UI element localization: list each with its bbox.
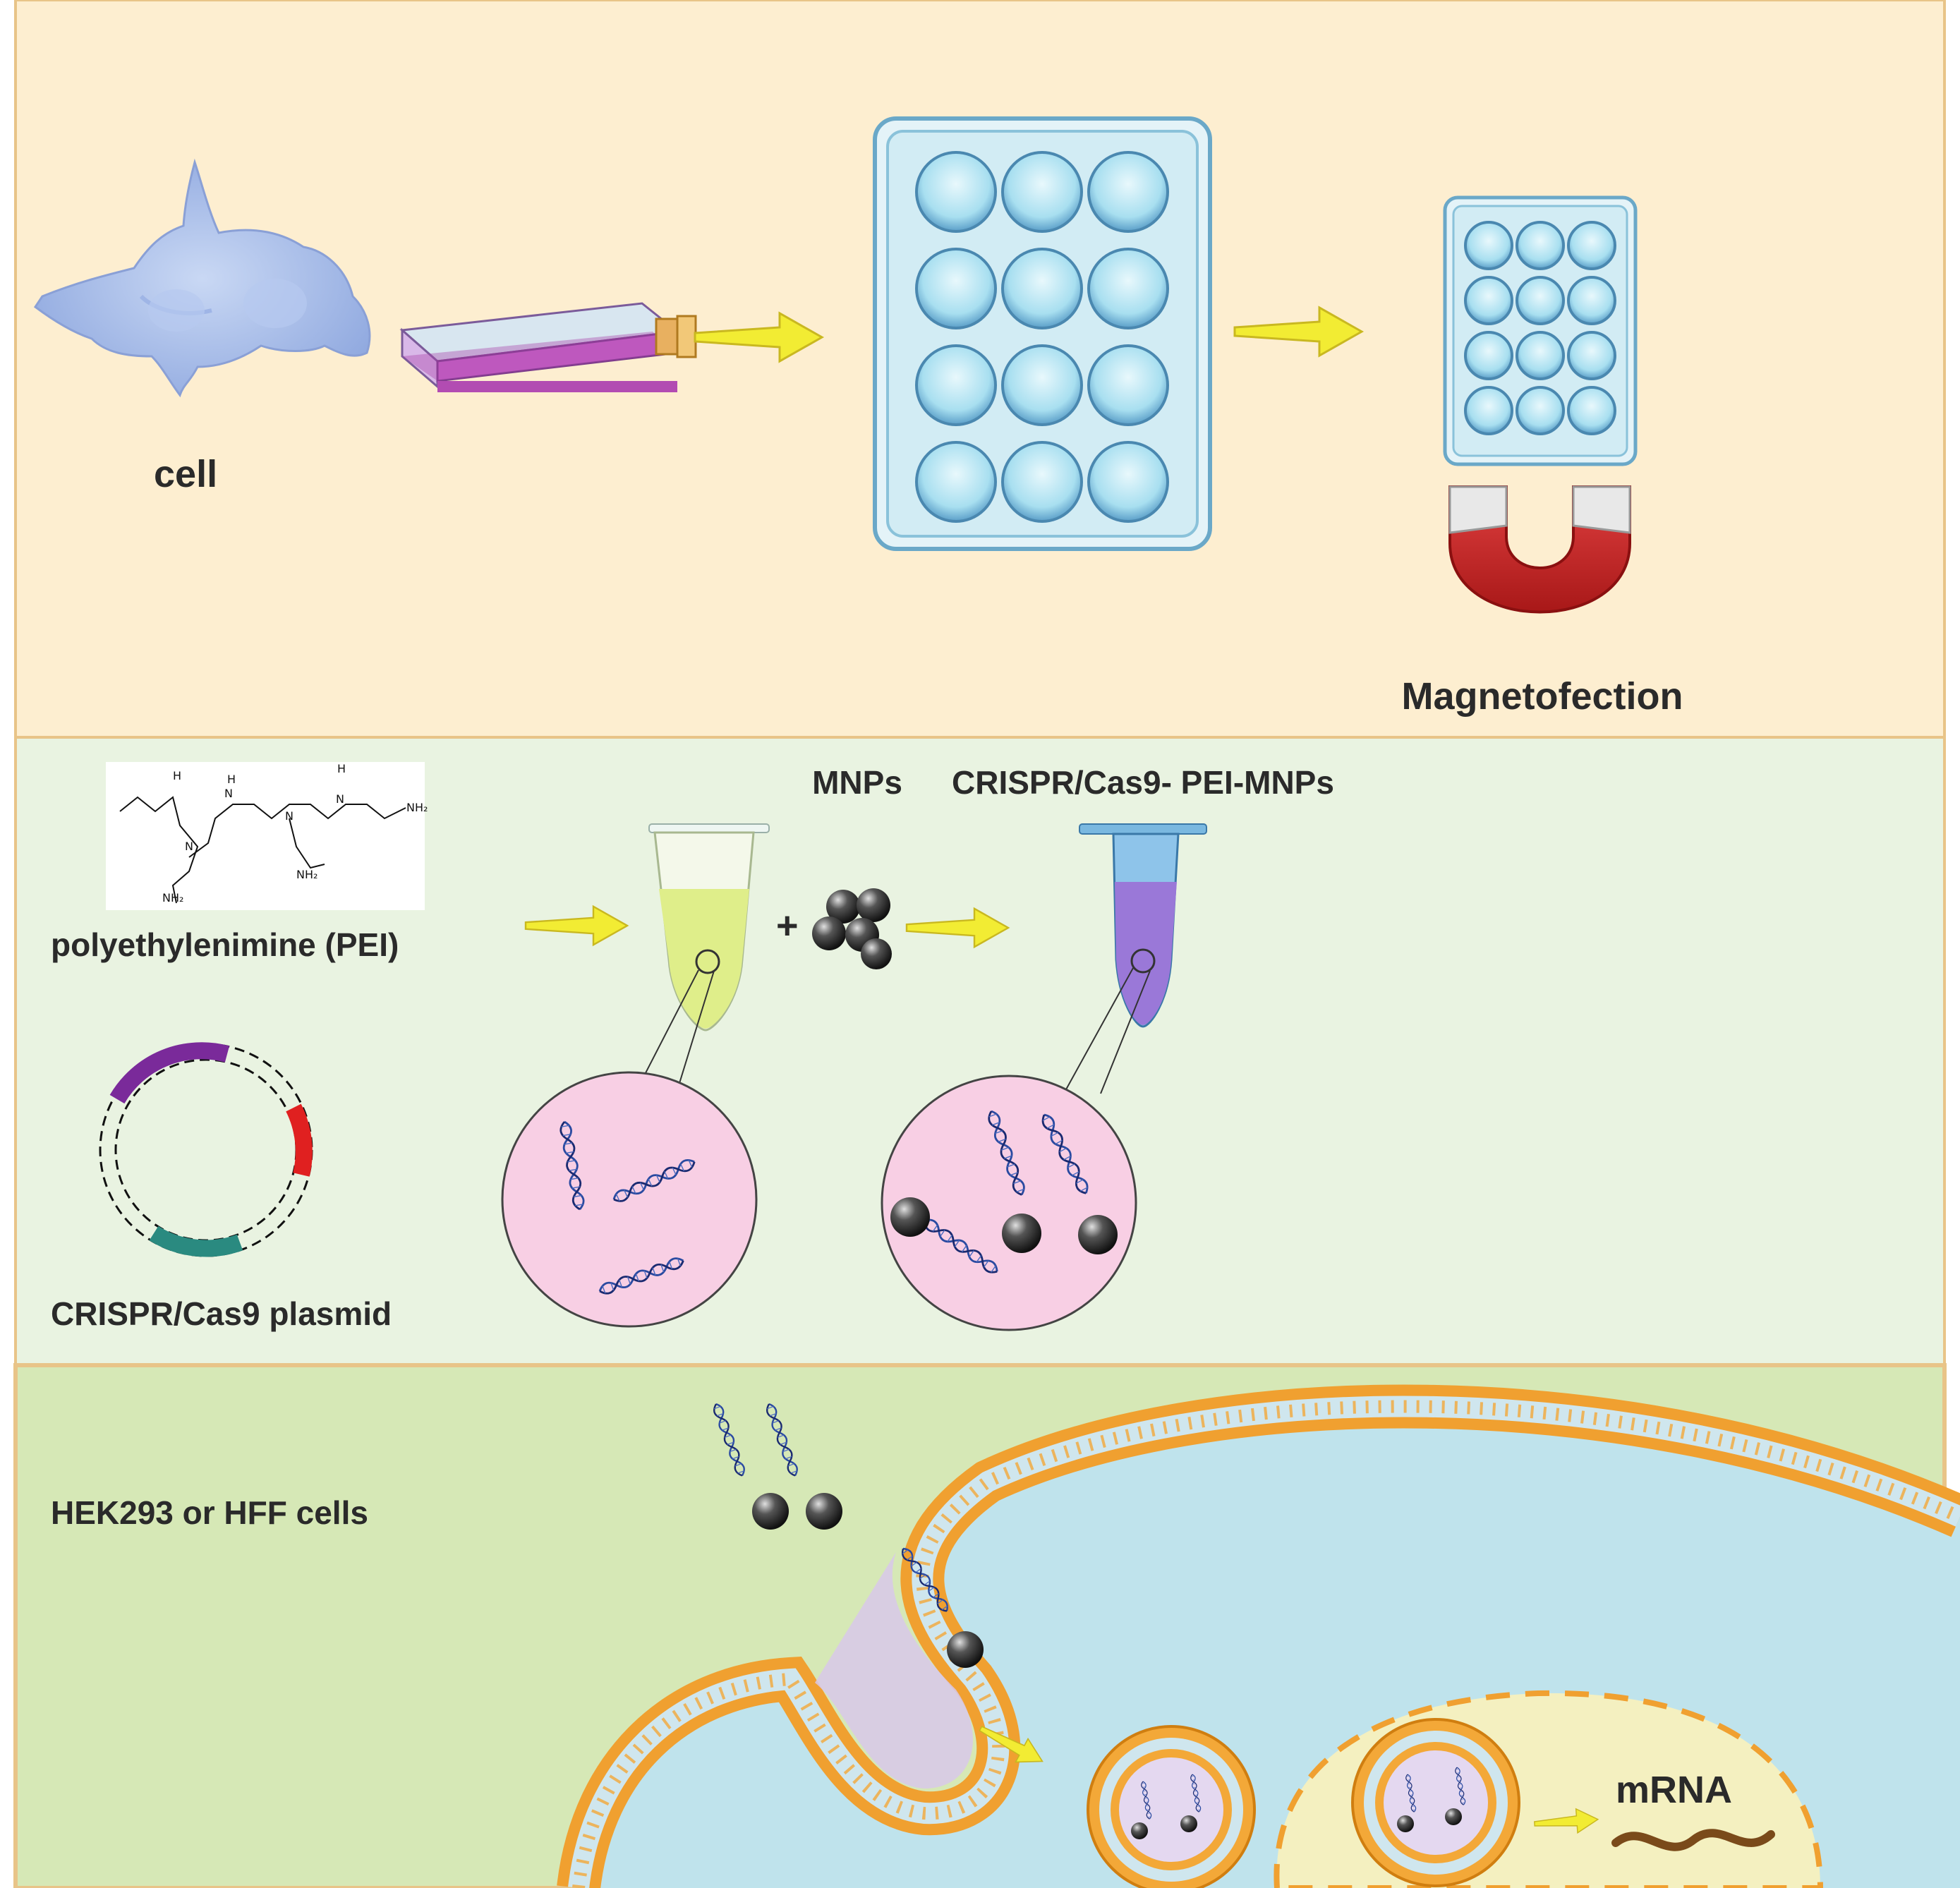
label-mnps: MNPs [812, 764, 902, 801]
plate-well-10 [915, 441, 997, 523]
small-plate-well-6 [1567, 276, 1616, 325]
plate-well-6 [1087, 248, 1169, 329]
plate-well-7 [915, 344, 997, 426]
plate-well-8 [1001, 344, 1083, 426]
small-plate-well-3 [1567, 221, 1616, 270]
plate-well-11 [1001, 441, 1083, 523]
pei-atom-h3: H [173, 769, 181, 782]
small-plate-well-12 [1567, 386, 1616, 435]
plate-well-5 [1001, 248, 1083, 329]
pei-chemical-structure: H H H N N N N NH₂ NH₂ NH₂ [106, 762, 428, 910]
small-plate-well-1 [1464, 221, 1513, 270]
label-pei: polyethylenimine (PEI) [51, 926, 399, 963]
plate-well-1 [915, 151, 997, 233]
label-plus: + [776, 904, 799, 947]
small-plate-well-10 [1464, 386, 1513, 435]
pei-atom-nh2-2: NH₂ [296, 868, 317, 881]
pei-atom-n2: N [336, 792, 344, 806]
small-plate-well-9 [1567, 331, 1616, 380]
cell-illustration [33, 158, 371, 398]
pei-atom-nh2-3: NH₂ [162, 891, 183, 904]
small-plate-well-8 [1516, 331, 1565, 380]
nucleus [1274, 1690, 1824, 1888]
label-cell: cell [154, 453, 217, 495]
plate-well-3 [1087, 151, 1169, 233]
small-plate-well-4 [1464, 276, 1513, 325]
tube-crispr-pei-mnps [1061, 823, 1207, 1098]
label-complex: CRISPR/Cas9- PEI-MNPs [952, 764, 1334, 801]
pei-atom-nh2-1: NH₂ [406, 801, 428, 814]
zoom-crispr-pei-mnps [881, 1075, 1137, 1331]
pei-atom-n3: N [185, 840, 193, 853]
plate-well-9 [1087, 344, 1169, 426]
mnp-nanoparticles-icon [812, 888, 892, 969]
mrna-strand [1611, 1829, 1775, 1851]
magnet-icon [1448, 485, 1631, 614]
small-plate-well-5 [1516, 276, 1565, 325]
small-plate-well-11 [1516, 386, 1565, 435]
plate-well-4 [915, 248, 997, 329]
pei-atom-h1: H [227, 773, 236, 786]
pei-atom-h2: H [337, 762, 346, 775]
label-cells: HEK293 or HFF cells [51, 1494, 368, 1531]
small-plate-well-7 [1464, 331, 1513, 380]
pei-atom-n4: N [285, 809, 294, 823]
label-mrna: mRNA [1616, 1769, 1732, 1811]
zoom-pei-plasmid [501, 1071, 758, 1328]
small-plate-wells [1464, 221, 1616, 435]
tube-pei-plasmid [634, 823, 770, 1094]
entering-complexes [710, 1401, 984, 1668]
crispr-plasmid-icon [99, 1042, 313, 1257]
small-plate-well-2 [1516, 221, 1565, 270]
culture-flask-icon [399, 302, 697, 392]
plate-wells [915, 151, 1169, 523]
plate-well-12 [1087, 441, 1169, 523]
label-magnetofection: Magnetofection [1402, 675, 1683, 718]
label-plasmid: CRISPR/Cas9 plasmid [51, 1295, 392, 1332]
pei-atom-n1: N [224, 787, 233, 800]
endosome-vesicle [1087, 1725, 1256, 1888]
plate-well-2 [1001, 151, 1083, 233]
